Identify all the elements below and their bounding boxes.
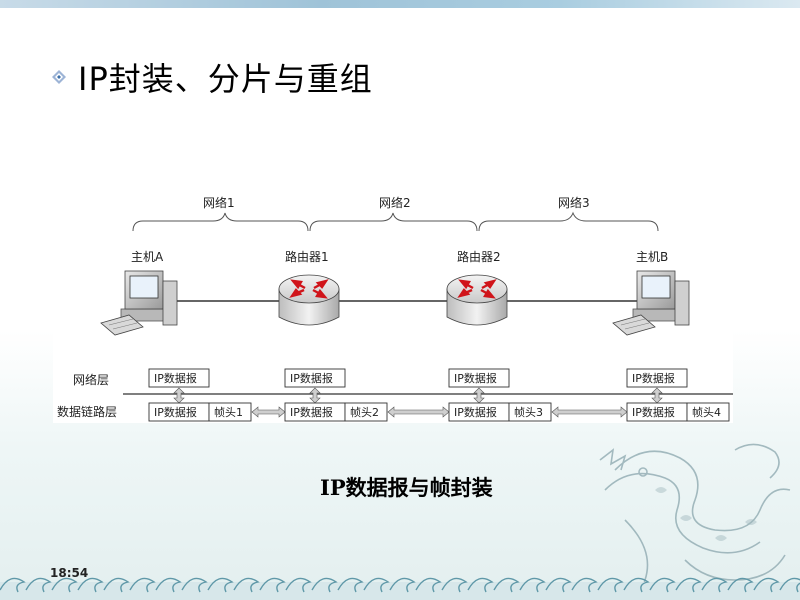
network-brace-2 xyxy=(309,212,478,232)
host-a-label: 主机A xyxy=(131,250,164,264)
vertical-arrow-b xyxy=(651,387,663,404)
svg-text:帧头1: 帧头1 xyxy=(214,405,243,419)
frame-2: IP数据报 帧头2 xyxy=(284,402,388,422)
network-brace-3 xyxy=(478,211,659,232)
ip-datagram-box-r1: IP数据报 xyxy=(284,368,346,388)
network-label-3: 网络3 xyxy=(558,195,590,210)
wave-border-decoration xyxy=(0,577,800,600)
horizontal-arrow-2 xyxy=(387,406,450,418)
datalink-layer-label: 数据链路层 xyxy=(57,404,117,419)
svg-text:IP数据报: IP数据报 xyxy=(632,405,675,419)
host-b-label: 主机B xyxy=(636,250,668,264)
horizontal-arrow-3 xyxy=(551,406,628,418)
vertical-arrow-r2 xyxy=(473,387,485,404)
slide-title: IP封装、分片与重组 xyxy=(78,60,373,98)
ip-datagram-box-r2: IP数据报 xyxy=(448,368,510,388)
frame-3: IP数据报 帧头3 xyxy=(448,402,552,422)
svg-text:IP数据报: IP数据报 xyxy=(454,371,497,385)
frame-1: IP数据报 帧头1 xyxy=(148,402,252,422)
router-2-label: 路由器2 xyxy=(457,249,501,264)
network-layer-label: 网络层 xyxy=(73,372,109,387)
host-a-computer-icon xyxy=(100,270,178,336)
svg-text:帧头4: 帧头4 xyxy=(692,405,721,419)
svg-text:IP数据报: IP数据报 xyxy=(290,371,333,385)
router-2-icon xyxy=(446,274,508,326)
diamond-bullet-icon xyxy=(52,70,66,84)
router-1-icon xyxy=(278,274,340,326)
svg-text:IP数据报: IP数据报 xyxy=(154,371,197,385)
ip-datagram-box-b: IP数据报 xyxy=(626,368,688,388)
diagram-caption: IP数据报与帧封装 xyxy=(320,475,493,500)
network-label-2: 网络2 xyxy=(379,195,411,210)
svg-text:帧头3: 帧头3 xyxy=(514,405,543,419)
svg-text:IP数据报: IP数据报 xyxy=(454,405,497,419)
frame-4: IP数据报 帧头4 xyxy=(626,402,730,422)
diagram-svg: 网络1 网络2 网络3 主机A 路由器1 路由器2 主机B xyxy=(57,195,733,422)
vertical-arrow-r1 xyxy=(309,387,321,404)
encapsulation-diagram: 网络1 网络2 网络3 主机A 路由器1 路由器2 主机B xyxy=(53,193,733,423)
slide-title-row: IP封装、分片与重组 xyxy=(52,54,373,100)
svg-text:IP数据报: IP数据报 xyxy=(632,371,675,385)
slide-clock: 18:54 xyxy=(50,566,89,580)
vertical-arrow-a xyxy=(173,387,185,404)
svg-text:IP数据报: IP数据报 xyxy=(290,405,333,419)
ip-datagram-box-a: IP数据报 xyxy=(148,368,210,388)
top-accent-bar xyxy=(0,0,800,8)
network-label-1: 网络1 xyxy=(203,195,235,210)
horizontal-arrow-1 xyxy=(251,406,286,418)
host-b-computer-icon xyxy=(612,270,690,336)
svg-text:IP数据报: IP数据报 xyxy=(154,405,197,419)
router-1-label: 路由器1 xyxy=(285,249,329,264)
svg-text:帧头2: 帧头2 xyxy=(350,405,379,419)
network-brace-1 xyxy=(132,212,309,232)
